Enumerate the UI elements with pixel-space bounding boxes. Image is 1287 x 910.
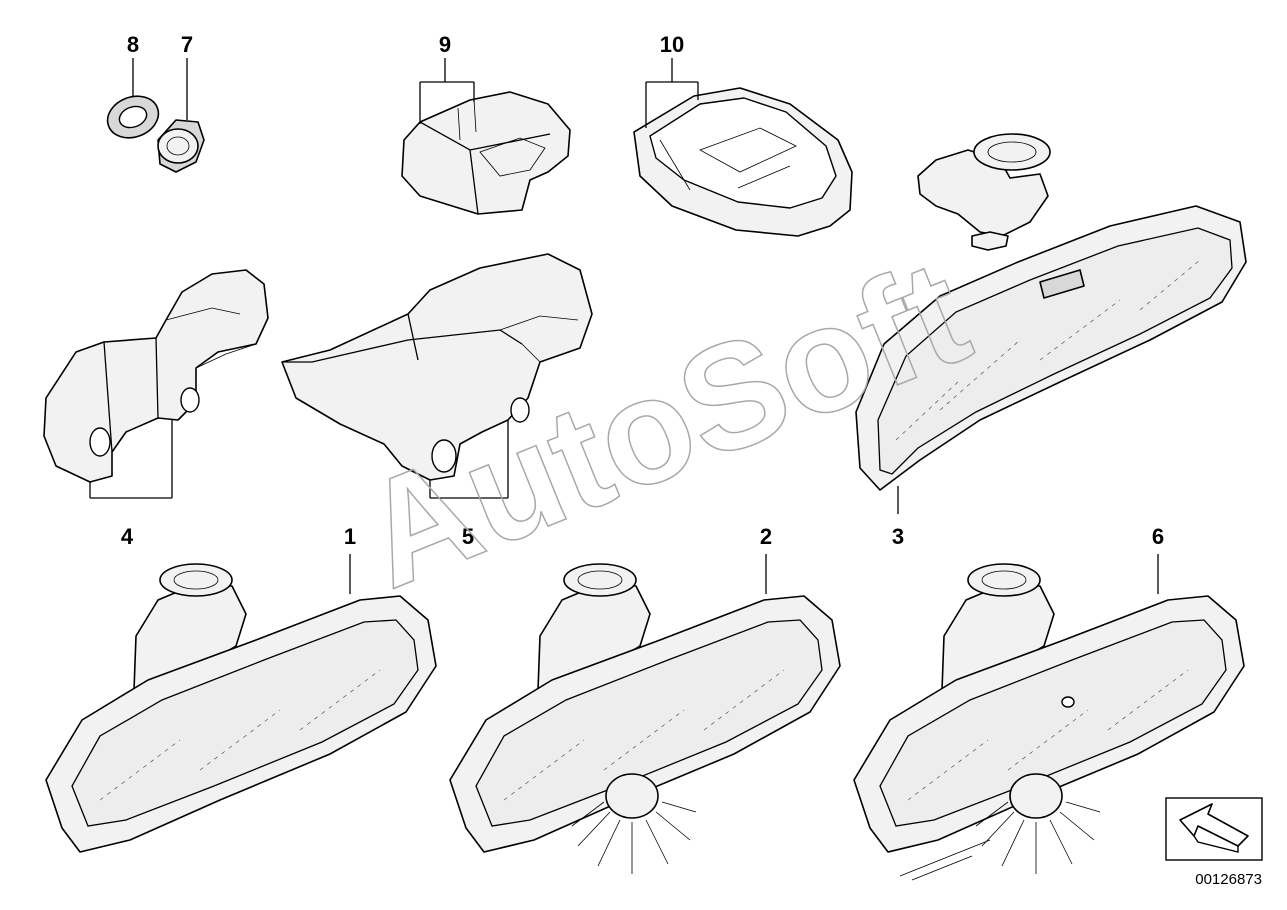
part-10-cover[interactable] xyxy=(633,87,853,237)
callout-1: 1 xyxy=(344,524,356,549)
callout-8: 8 xyxy=(127,32,139,57)
part-1-mirror[interactable] xyxy=(45,563,437,853)
part-5-mount-cover[interactable] xyxy=(281,253,593,481)
part-7-cap[interactable] xyxy=(157,119,205,173)
callout-7: 7 xyxy=(181,32,193,57)
callout-2: 2 xyxy=(760,524,772,549)
part-6-mirror-with-light[interactable] xyxy=(853,563,1245,881)
callout-9: 9 xyxy=(439,32,451,57)
arrow-up-left-icon xyxy=(1165,797,1263,861)
part-4-mount-cover[interactable] xyxy=(43,269,269,483)
part-3-mirror-with-sensor[interactable] xyxy=(855,133,1247,491)
callout-6: 6 xyxy=(1152,524,1164,549)
callout-3: 3 xyxy=(892,524,904,549)
diagram-number: 00126873 xyxy=(1195,871,1262,888)
callout-4: 4 xyxy=(121,524,134,549)
callout-10: 10 xyxy=(660,32,684,57)
part-2-mirror-with-light[interactable] xyxy=(449,563,841,874)
part-8-ring[interactable] xyxy=(102,89,165,144)
callout-5: 5 xyxy=(462,524,474,549)
part-9-cover[interactable] xyxy=(401,91,571,215)
